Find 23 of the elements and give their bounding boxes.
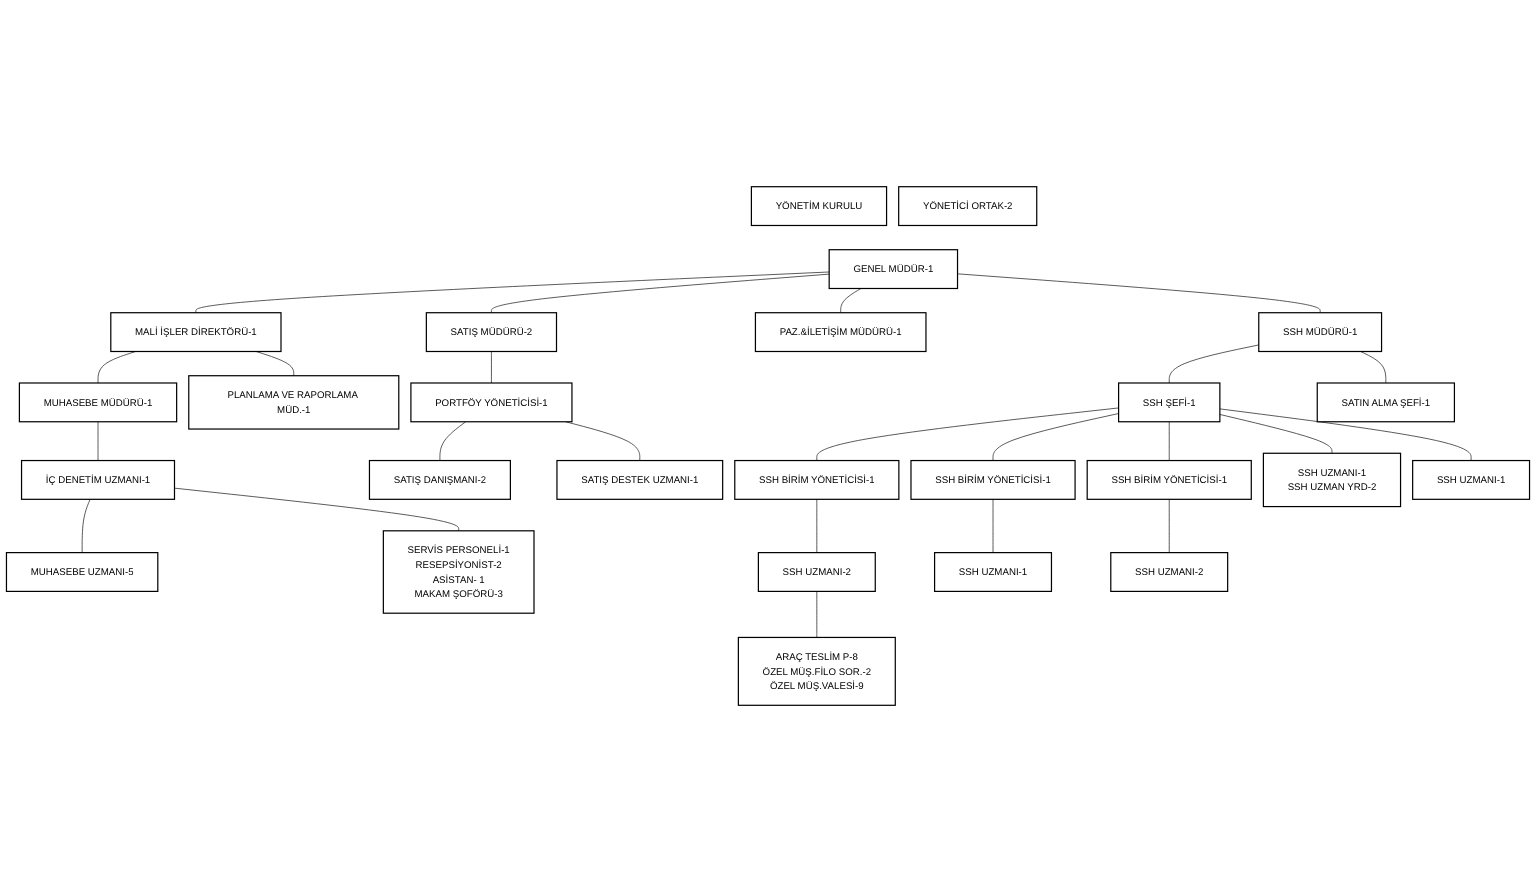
connector	[81, 498, 91, 554]
connector	[255, 351, 295, 377]
connector	[957, 273, 1321, 314]
connector	[816, 407, 1119, 461]
connector	[1219, 414, 1333, 454]
connector	[97, 421, 99, 461]
connector	[840, 288, 862, 314]
connector	[97, 351, 137, 384]
connector	[1168, 344, 1260, 384]
connector	[565, 421, 641, 461]
connector	[816, 591, 818, 638]
connector	[195, 271, 830, 314]
connector	[491, 273, 830, 314]
connector	[1219, 408, 1472, 461]
connector	[439, 421, 467, 461]
connector	[491, 351, 492, 384]
connector	[992, 413, 1119, 461]
connector	[816, 498, 818, 554]
connector	[174, 487, 460, 532]
connector	[1360, 351, 1387, 384]
connector	[1168, 421, 1170, 461]
connector	[1168, 498, 1170, 554]
connector	[992, 498, 994, 554]
